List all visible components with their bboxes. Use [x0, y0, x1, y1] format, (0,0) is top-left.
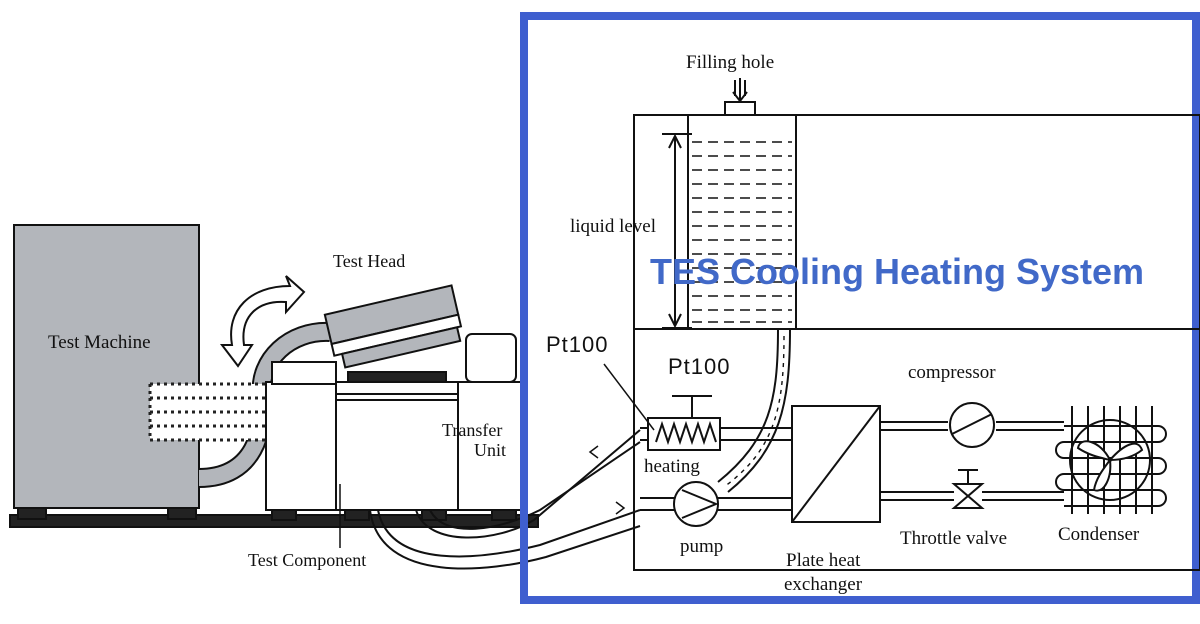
tes-system-group — [588, 78, 1200, 571]
condenser-label: Condenser — [1058, 524, 1140, 545]
system-title: TES Cooling Heating System — [650, 251, 1144, 292]
plate-heat-exchanger-label-1: Plate heat — [786, 550, 861, 571]
filling-hole-label: Filling hole — [686, 52, 774, 73]
test-component-top-lip — [271, 361, 337, 385]
upper-housing — [633, 114, 1200, 330]
pt100-leader — [603, 363, 655, 431]
pt100-left-label: Pt100 — [546, 332, 609, 357]
transfer-unit-body — [457, 381, 522, 511]
test-head-label: Test Head — [333, 251, 405, 271]
test-component-body — [335, 381, 459, 511]
system-frame — [520, 12, 1200, 604]
compressor-label: compressor — [908, 362, 996, 383]
liquid-fill — [692, 141, 792, 323]
test-machine-label: Test Machine — [48, 332, 151, 353]
transfer-unit-top — [465, 333, 517, 383]
pump-icon — [673, 481, 719, 527]
test-component-label: Test Component — [248, 550, 366, 570]
throttle-valve-icon — [951, 483, 985, 509]
test-head — [323, 284, 463, 369]
rotation-arrow — [219, 275, 306, 368]
plate-heat-exchanger-label-2: exchanger — [784, 574, 863, 595]
pump-label: pump — [680, 536, 723, 557]
test-component-left-block — [265, 381, 337, 511]
heater-block — [647, 417, 721, 451]
test-equipment-group — [9, 224, 641, 570]
filling-hole-neck — [724, 101, 756, 116]
liquid-tank — [687, 114, 797, 330]
throttle-valve-label: Throttle valve — [900, 528, 1007, 549]
pt100-right-label: Pt100 — [668, 354, 731, 379]
lower-housing — [633, 328, 1200, 571]
test-machine-cabinet — [13, 224, 200, 509]
test-component-pad — [347, 371, 447, 383]
condenser-icon — [1055, 406, 1167, 514]
tank-drain-pipe — [717, 328, 779, 483]
heater-coil-icon — [655, 420, 717, 446]
heating-label: heating — [644, 456, 700, 477]
probe-arm — [150, 384, 270, 440]
transfer-unit-label-2: Unit — [474, 440, 506, 460]
liquid-level-label: liquid level — [570, 216, 656, 237]
transfer-unit-label-1: Transfer — [442, 420, 502, 440]
